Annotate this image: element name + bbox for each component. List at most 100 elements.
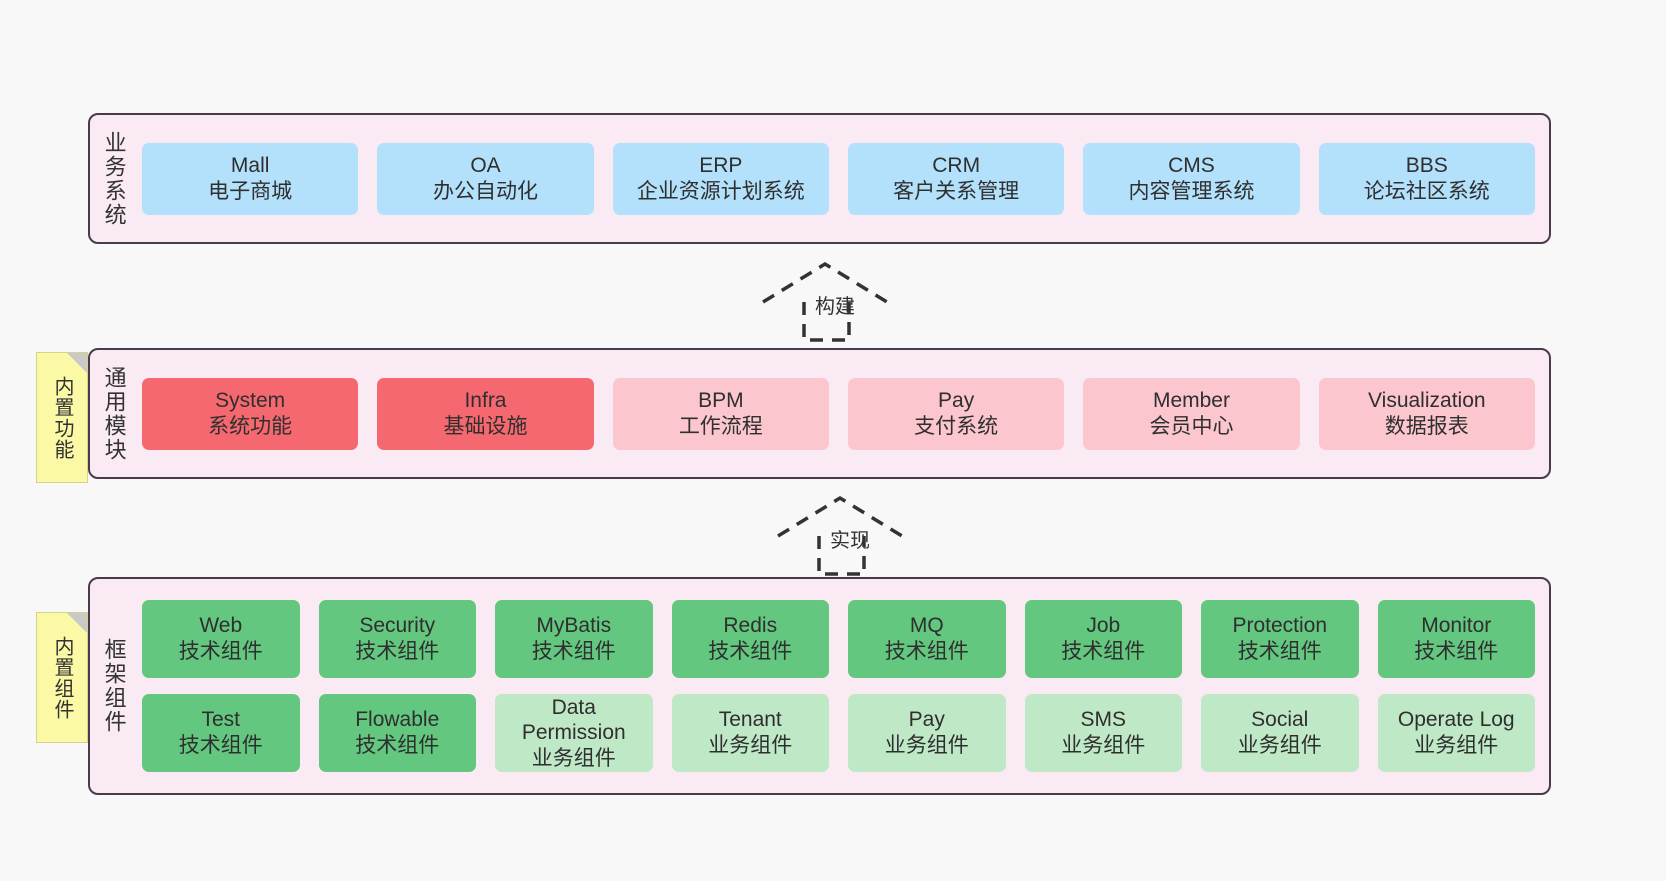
layer-framework-components: 框架组件 Web 技术组件 Security 技术组件 MyBatis 技术组件… <box>88 577 1551 795</box>
module-box-monitor[interactable]: Monitor 技术组件 <box>1377 600 1535 678</box>
layer-label-framework: 框架组件 <box>101 638 127 734</box>
module-box-crm[interactable]: CRM 客户关系管理 <box>847 142 1065 215</box>
module-subtitle: 数据报表 <box>1384 414 1469 438</box>
module-subtitle: 技术组件 <box>1061 640 1146 663</box>
module-box-mybatis[interactable]: MyBatis 技术组件 <box>495 600 653 678</box>
common-row: System 系统功能 Infra 基础设施 BPM 工作流程 Pay 支付系统… <box>142 377 1535 450</box>
module-subtitle: 技术组件 <box>355 734 440 757</box>
module-box-operate-log[interactable]: Operate Log 业务组件 <box>1377 694 1535 772</box>
framework-row-technical: Web 技术组件 Security 技术组件 MyBatis 技术组件 Redi… <box>142 600 1535 678</box>
module-subtitle: 技术组件 <box>355 640 440 663</box>
note-fold-corner-icon <box>67 613 87 633</box>
module-box-pay[interactable]: Pay 支付系统 <box>847 377 1065 450</box>
module-title: Operate Log <box>1397 708 1515 732</box>
module-title: Redis <box>723 614 778 638</box>
layer-label-common: 通用模块 <box>101 365 127 462</box>
layer-common-modules: 通用模块 System 系统功能 Infra 基础设施 BPM 工作流程 Pay… <box>88 348 1551 479</box>
layer-business-systems: 业务系统 Mall 电子商城 OA 办公自动化 ERP 企业资源计划系统 CRM… <box>88 113 1551 244</box>
module-title: CRM <box>932 153 981 177</box>
module-title: BPM <box>698 388 744 412</box>
module-title: MQ <box>909 614 944 638</box>
module-title: Mall <box>230 153 270 177</box>
layer-body-business: Mall 电子商城 OA 办公自动化 ERP 企业资源计划系统 CRM 客户关系… <box>138 115 1549 242</box>
module-subtitle: 技术组件 <box>178 734 263 757</box>
module-box-job[interactable]: Job 技术组件 <box>1024 600 1182 678</box>
module-title: CMS <box>1168 153 1215 177</box>
module-title: Security <box>359 614 436 638</box>
module-title: System <box>215 388 286 412</box>
module-box-bpm[interactable]: BPM 工作流程 <box>612 377 829 450</box>
note-text: 内置组件 <box>51 635 73 720</box>
module-subtitle: 工作流程 <box>678 414 763 438</box>
module-box-flowable[interactable]: Flowable 技术组件 <box>318 694 476 772</box>
layer-body-framework: Web 技术组件 Security 技术组件 MyBatis 技术组件 Redi… <box>138 579 1549 793</box>
framework-row-business: Test 技术组件 Flowable 技术组件 Data Permission … <box>142 694 1535 772</box>
module-subtitle: 论坛社区系统 <box>1363 179 1490 203</box>
module-box-redis[interactable]: Redis 技术组件 <box>671 600 829 678</box>
module-subtitle: 技术组件 <box>178 640 263 663</box>
module-box-cms[interactable]: CMS 内容管理系统 <box>1083 142 1300 215</box>
module-box-test[interactable]: Test 技术组件 <box>142 694 300 772</box>
module-title: Tenant <box>718 708 782 732</box>
note-builtin-features: 内置功能 <box>36 352 88 483</box>
module-title: BBS <box>1405 153 1448 177</box>
module-box-erp[interactable]: ERP 企业资源计划系统 <box>612 142 829 215</box>
module-subtitle: 系统功能 <box>208 414 293 438</box>
module-box-system[interactable]: System 系统功能 <box>142 377 359 450</box>
note-builtin-components: 内置组件 <box>36 612 88 743</box>
module-box-tenant[interactable]: Tenant 业务组件 <box>671 694 829 772</box>
module-box-security[interactable]: Security 技术组件 <box>318 600 476 678</box>
module-subtitle: 办公自动化 <box>432 179 538 203</box>
module-subtitle: 技术组件 <box>884 640 969 663</box>
module-box-infra[interactable]: Infra 基础设施 <box>377 377 594 450</box>
module-title: Monitor <box>1421 614 1492 638</box>
module-box-oa[interactable]: OA 办公自动化 <box>377 142 594 215</box>
module-title: Visualization <box>1368 388 1486 412</box>
module-box-mq[interactable]: MQ 技术组件 <box>848 600 1006 678</box>
module-box-member[interactable]: Member 会员中心 <box>1083 377 1300 450</box>
note-fold-corner-icon <box>67 353 87 373</box>
arrow-head-implement <box>777 495 903 538</box>
connector-implement: 实现 <box>772 492 922 582</box>
module-subtitle: 技术组件 <box>531 640 616 663</box>
layer-body-common: System 系统功能 Infra 基础设施 BPM 工作流程 Pay 支付系统… <box>138 350 1549 477</box>
module-subtitle: 电子商城 <box>208 179 293 203</box>
module-box-sms[interactable]: SMS 业务组件 <box>1024 694 1182 772</box>
module-box-social[interactable]: Social 业务组件 <box>1201 694 1359 772</box>
connector-label-build: 构建 <box>815 296 855 318</box>
connector-label-implement: 实现 <box>830 530 870 552</box>
module-subtitle: 技术组件 <box>1237 640 1322 663</box>
module-title: Data Permission <box>521 695 626 745</box>
module-box-protection[interactable]: Protection 技术组件 <box>1201 600 1359 678</box>
layer-label-business: 业务系统 <box>101 130 127 227</box>
module-subtitle: 客户关系管理 <box>893 179 1020 203</box>
module-subtitle: 业务组件 <box>531 746 616 770</box>
module-box-mall[interactable]: Mall 电子商城 <box>142 142 359 215</box>
module-subtitle: 技术组件 <box>1414 640 1499 663</box>
module-box-bbs[interactable]: BBS 论坛社区系统 <box>1318 142 1535 215</box>
module-box-pay-business[interactable]: Pay 业务组件 <box>848 694 1006 772</box>
module-subtitle: 会员中心 <box>1149 414 1234 438</box>
module-title: Pay <box>938 388 975 412</box>
module-box-visualization[interactable]: Visualization 数据报表 <box>1318 377 1535 450</box>
module-title: Social <box>1251 708 1309 732</box>
module-title: OA <box>470 153 501 177</box>
module-subtitle: 业务组件 <box>1061 734 1146 757</box>
module-title: Pay <box>908 708 945 732</box>
module-title: SMS <box>1080 708 1126 732</box>
module-subtitle: 企业资源计划系统 <box>636 179 805 203</box>
module-title: MyBatis <box>536 614 612 638</box>
connector-build: 构建 <box>757 258 907 348</box>
module-title: ERP <box>699 153 743 177</box>
module-title: Job <box>1086 614 1121 638</box>
arrow-head-build <box>762 261 888 304</box>
module-box-data-permission[interactable]: Data Permission 业务组件 <box>495 694 653 772</box>
module-box-web[interactable]: Web 技术组件 <box>142 600 300 678</box>
module-subtitle: 业务组件 <box>708 734 793 757</box>
module-title: Flowable <box>355 708 440 732</box>
module-subtitle: 基础设施 <box>443 414 528 438</box>
module-subtitle: 业务组件 <box>1414 734 1499 757</box>
module-title: Infra <box>464 388 507 412</box>
module-subtitle: 技术组件 <box>708 640 793 663</box>
